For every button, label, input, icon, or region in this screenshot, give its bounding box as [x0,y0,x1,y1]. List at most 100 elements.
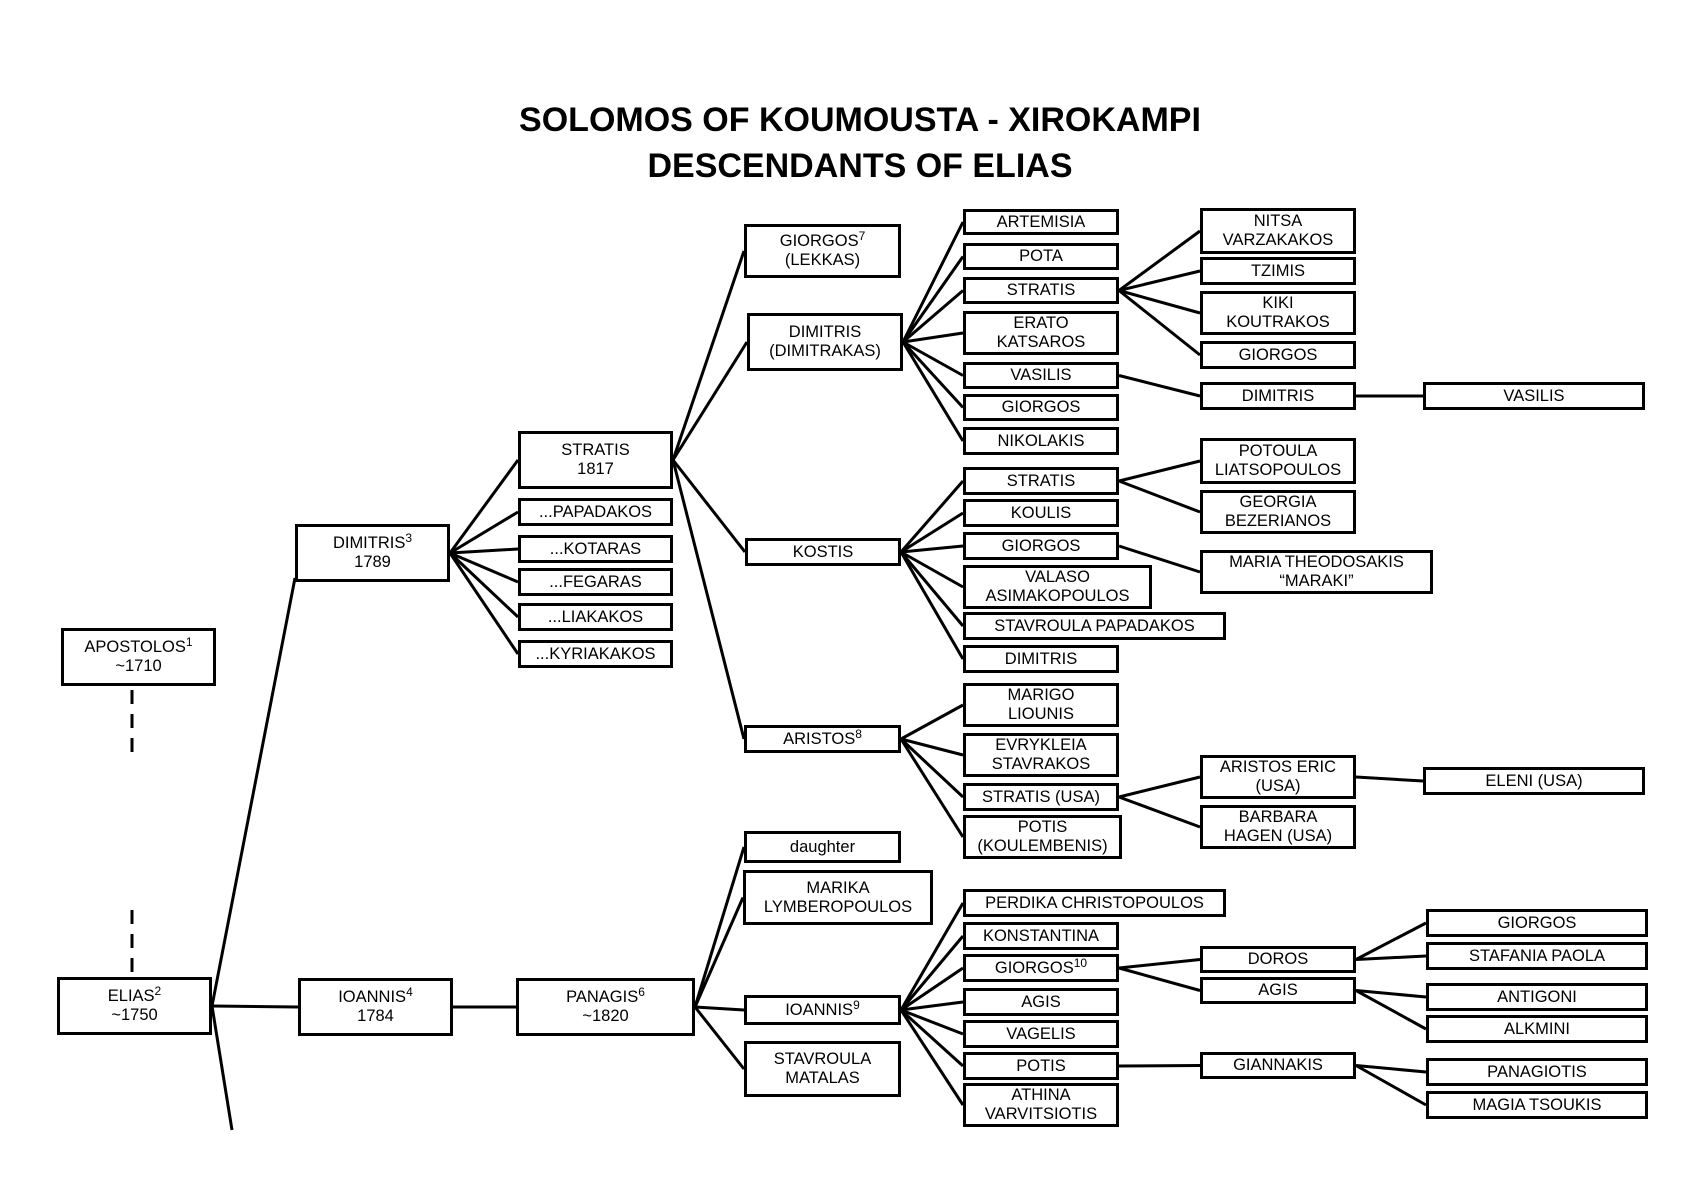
person-detail: LIATSOPOULOS [1214,461,1342,479]
person-node-pota[interactable]: POTA [963,243,1119,270]
person-name: ...KYRIAKAKOS [535,644,656,663]
connector [448,459,520,554]
connector [671,459,747,553]
person-node-vagelis[interactable]: VAGELIS [963,1020,1119,1048]
person-name: BARBARA [1238,808,1318,826]
person-name: KOULIS [1010,503,1072,522]
person-node-giorgos-d[interactable]: GIORGOS [1426,909,1648,937]
person-node-perdika[interactable]: PERDIKA CHRISTOPOULOS [963,889,1226,917]
person-node-daughter[interactable]: daughter [744,831,901,863]
person-node-giorgos10[interactable]: GIORGOS10 [963,954,1119,982]
person-node-giorgos7[interactable]: GIORGOS7(LEKKAS) [744,224,901,278]
person-name: ARTEMISIA [996,212,1086,231]
person-detail: VARZAKAKOS [1222,231,1334,249]
person-name: GIORGOS [1238,345,1318,364]
connector [1118,459,1201,483]
person-name: KOSTIS [792,542,854,561]
person-name: ...KOTARAS [549,539,642,558]
person-node-dimitrakas[interactable]: DIMITRIS(DIMITRAKAS) [747,313,903,371]
person-name: POTOULA [1238,442,1318,460]
person-node-eleni[interactable]: ELENI (USA) [1423,767,1645,795]
person-detail: 1789 [354,553,391,571]
person-name: VALASO [1025,568,1090,586]
person-node-agis-i[interactable]: AGIS [963,988,1119,1016]
person-node-dimitris-v[interactable]: DIMITRIS [1200,382,1356,410]
person-node-elias[interactable]: ELIAS2~1750 [57,977,212,1035]
person-node-magia[interactable]: MAGIA TSOUKIS [1426,1091,1648,1119]
person-node-stratis-usa[interactable]: STRATIS (USA) [963,783,1119,811]
person-node-potis-i[interactable]: POTIS [963,1052,1119,1080]
person-node-potis-k[interactable]: POTIS(KOULEMBENIS) [963,815,1122,859]
footnote-marker: 4 [406,985,413,999]
person-name: TZIMIS [1250,261,1306,280]
person-node-papadakos[interactable]: ...PAPADAKOS [518,498,673,526]
person-node-maria[interactable]: MARIA THEODOSAKIS“MARAKI” [1200,550,1433,594]
connector [1118,289,1201,357]
person-node-antigoni[interactable]: ANTIGONI [1426,983,1648,1011]
person-detail: ~1750 [111,1006,158,1024]
connector [899,551,965,627]
person-node-giannakis[interactable]: GIANNAKIS [1200,1052,1356,1079]
person-name: DIMITRIS [1241,386,1315,405]
person-node-kotaras[interactable]: ...KOTARAS [518,535,673,563]
person-node-giorgos-k[interactable]: GIORGOS [963,532,1119,560]
person-node-tzimis[interactable]: TZIMIS [1200,257,1356,285]
person-node-aristos-eric[interactable]: ARISTOS ERIC(USA) [1200,755,1356,799]
person-node-alkmini[interactable]: ALKMINI [1426,1015,1648,1043]
person-node-konstantina[interactable]: KONSTANTINA [963,922,1119,950]
person-node-stratis-a[interactable]: STRATIS [963,277,1119,304]
person-node-artemisia[interactable]: ARTEMISIA [963,209,1119,235]
person-node-nikolakis[interactable]: NIKOLAKIS [963,427,1119,455]
person-name: MARIKA [806,878,870,897]
person-node-giorgos-a[interactable]: GIORGOS [963,394,1119,421]
person-node-koulis[interactable]: KOULIS [963,499,1119,527]
person-node-apostolos[interactable]: APOSTOLOS1~1710 [61,628,216,686]
person-node-panagiotis[interactable]: PANAGIOTIS [1426,1058,1648,1086]
footnote-marker: 6 [638,985,645,999]
person-node-vasilis-d[interactable]: VASILIS [1423,382,1645,410]
person-detail: LIOUNIS [1007,705,1075,723]
connector [1355,921,1427,961]
connector [671,250,746,461]
person-node-kostis[interactable]: KOSTIS [745,538,901,566]
person-node-ioannis9[interactable]: IOANNIS9 [744,995,901,1025]
person-node-giorgos-s[interactable]: GIORGOS [1200,341,1356,369]
connector [449,547,519,555]
person-node-kyriakakos[interactable]: ...KYRIAKAKOS [518,640,673,668]
person-detail: HAGEN (USA) [1223,827,1333,845]
person-node-aristos8[interactable]: ARISTOS8 [744,725,901,753]
person-name: ARISTOS ERIC [1219,758,1337,776]
person-name: MARIGO [1007,686,1075,704]
person-detail: ASIMAKOPOULOS [985,587,1130,605]
person-node-fegaras[interactable]: ...FEGARAS [518,568,673,596]
person-node-panagis6[interactable]: PANAGIS6~1820 [516,978,695,1036]
person-name: POTIS [1016,1056,1066,1075]
person-node-liakakos[interactable]: ...LIAKAKOS [518,603,673,631]
connector [900,1000,964,1012]
person-node-dimitris-k[interactable]: DIMITRIS [963,645,1119,673]
person-node-vasilis-a[interactable]: VASILIS [963,362,1119,389]
person-name: ELIAS2 [107,984,162,1005]
person-node-stratis-k[interactable]: STRATIS [963,467,1119,495]
person-node-stavroula-p[interactable]: STAVROULA PAPADAKOS [963,612,1226,640]
person-node-agis-g[interactable]: AGIS [1200,977,1356,1004]
person-node-stafania[interactable]: STAFANIA PAOLA [1426,942,1648,970]
footnote-marker: 10 [1073,955,1088,970]
person-node-doros[interactable]: DOROS [1200,946,1356,973]
connector [449,551,519,584]
